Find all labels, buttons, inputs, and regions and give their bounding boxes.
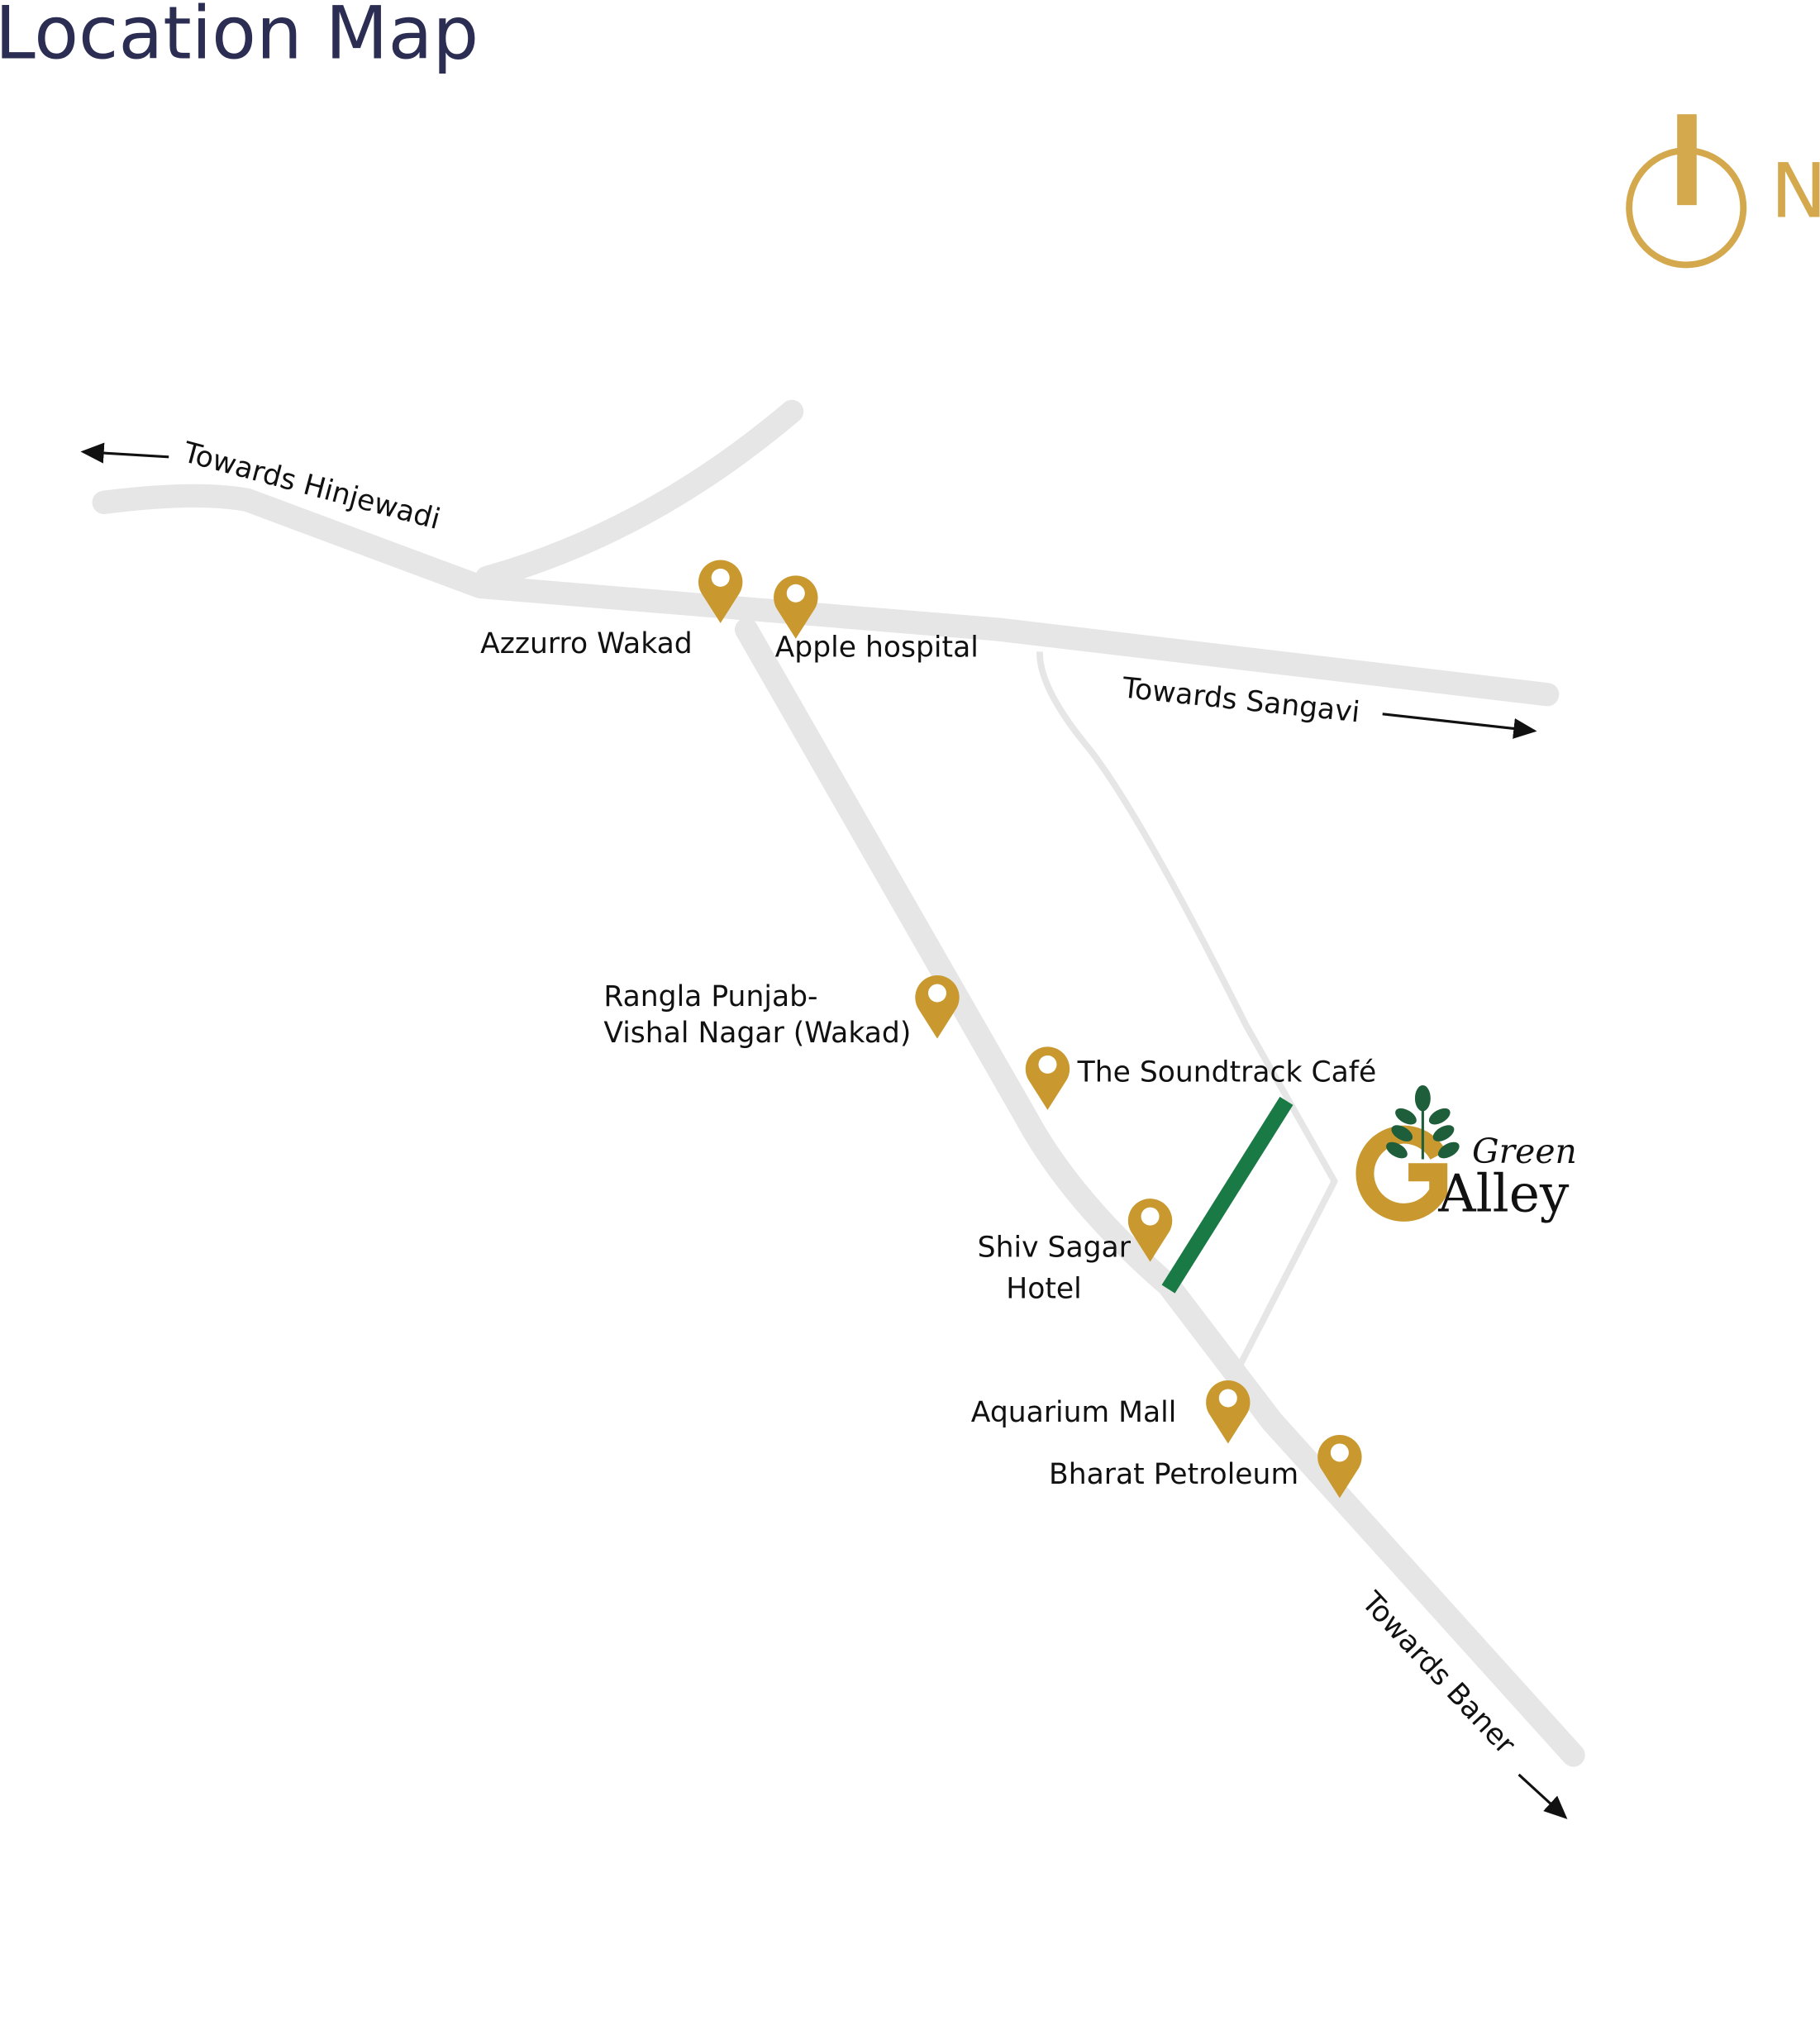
road-service <box>1036 651 1338 1368</box>
project-route <box>1161 1096 1294 1294</box>
roads <box>92 399 1585 1767</box>
landmark-apple-hospital: Apple hospital <box>775 631 979 665</box>
map-pin-icon[interactable] <box>774 575 818 639</box>
page-title: Location Map <box>0 0 479 76</box>
road-main-east-west <box>92 484 1560 707</box>
road-branch <box>474 399 804 590</box>
landmark-soundtrack-cafe: The Soundtrack Café <box>1077 1056 1377 1089</box>
landmark-shiv-sagar-line1: Shiv Sagar <box>978 1231 1132 1264</box>
landmark-azzurro-wakad: Azzurro Wakad <box>480 627 693 660</box>
logo-text-alley: Alley <box>1437 1163 1570 1223</box>
map-pin-icon[interactable] <box>1025 1046 1070 1110</box>
map-pin-icon[interactable] <box>915 975 960 1039</box>
leaf-icon <box>1386 1084 1460 1160</box>
arrow-left-icon <box>80 442 169 464</box>
arrow-right-icon <box>1382 712 1537 739</box>
road-main-south <box>734 617 1585 1767</box>
landmark-rangla-punjab-line1: Rangla Punjab- <box>603 980 817 1013</box>
landmark-aquarium-mall: Aquarium Mall <box>971 1396 1177 1429</box>
landmark-labels: Azzurro Wakad Apple hospital Rangla Punj… <box>480 627 1376 1491</box>
north-label: N <box>1770 147 1820 235</box>
map-pin-icon[interactable] <box>1206 1380 1251 1444</box>
green-alley-logo: Green Alley <box>1355 1084 1577 1223</box>
landmark-bharat-petroleum: Bharat Petroleum <box>1049 1458 1298 1491</box>
landmark-shiv-sagar-line2: Hotel <box>1006 1273 1082 1306</box>
logo-text-green: Green <box>1472 1132 1577 1171</box>
north-arrow-icon: N <box>1626 114 1820 269</box>
direction-sangavi: Towards Sangavi <box>1120 671 1361 729</box>
landmark-rangla-punjab-line2: Vishal Nagar (Wakad) <box>603 1017 911 1050</box>
arrow-down-right-icon <box>1517 1773 1568 1819</box>
